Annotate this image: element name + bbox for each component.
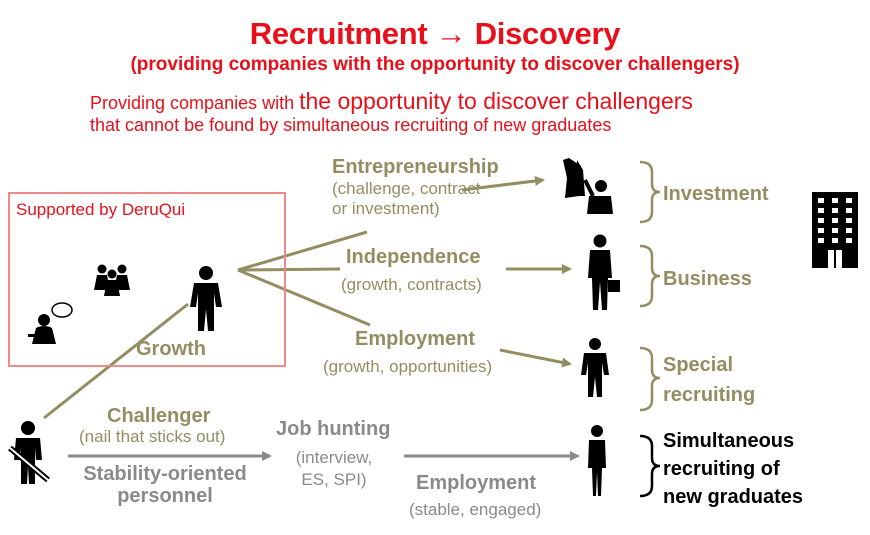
- brace-investment: [639, 160, 661, 224]
- standing-person-icon-special: [580, 337, 610, 404]
- job-hunting-detail2: ES, SPI): [301, 470, 367, 489]
- outcome-simul-line2: recruiting of: [663, 458, 780, 480]
- page-title: Recruitment → Discovery: [249, 16, 621, 51]
- stability-label: Stability-oriented personnel: [72, 463, 258, 507]
- entrepreneurship-detail: (challenge, contract or investment): [332, 179, 480, 219]
- job-hunting-title: Job hunting: [276, 418, 391, 440]
- standing-person-icon-simultaneous: [586, 424, 608, 503]
- person-with-speech-bubble-icon: [24, 300, 74, 355]
- fan-line-middle: [237, 267, 341, 272]
- outcome-special-line2: recruiting: [663, 384, 756, 406]
- stability-line2: personnel: [117, 485, 213, 507]
- growth-line: [43, 302, 189, 420]
- intro-line1-big: the opportunity to discover challengers: [299, 88, 693, 114]
- arrow-to-investment: [461, 176, 545, 192]
- outcome-special-recruiting: Special recruiting: [663, 350, 755, 410]
- independence-detail: (growth, contracts): [341, 275, 482, 294]
- employment-lower-title: Employment: [416, 472, 537, 494]
- entrepreneurship-detail2: or investment): [332, 199, 440, 218]
- intro-line2: that cannot be found by simultaneous rec…: [90, 115, 612, 135]
- outcome-simul-line3: new graduates: [663, 486, 804, 508]
- stability-line1: Stability-oriented: [83, 463, 247, 485]
- outcome-business: Business: [663, 268, 752, 290]
- celebrating-person-icon: [555, 156, 617, 223]
- outcome-simul-line1: Simultaneous: [663, 430, 795, 452]
- job-hunting-detail: (interview, ES, SPI): [282, 447, 386, 491]
- entrepreneurship-detail1: (challenge, contract: [332, 179, 481, 198]
- support-label: Supported by DeruQui: [16, 200, 186, 219]
- support-box: [8, 192, 286, 367]
- brace-business: [639, 244, 661, 308]
- fan-line-upper: [237, 230, 368, 272]
- entrepreneurship-title: Entrepreneurship: [332, 156, 499, 178]
- outcome-special-line1: Special: [663, 354, 734, 376]
- intro-line1-small: Providing companies with: [90, 93, 300, 113]
- employment-upper-title: Employment: [355, 328, 476, 350]
- fan-line-lower: [237, 268, 371, 327]
- intro-text: Providing companies with the opportunity…: [90, 90, 693, 136]
- person-with-pencil-icon: [8, 420, 54, 491]
- businessman-with-briefcase-icon: [584, 234, 620, 317]
- page-subtitle: (providing companies with the opportunit…: [130, 54, 740, 75]
- office-building-icon: [812, 192, 858, 273]
- employment-upper-detail: (growth, opportunities): [323, 357, 493, 376]
- brace-special: [639, 346, 661, 412]
- standing-person-icon: [188, 265, 224, 338]
- outcome-simultaneous: Simultaneous recruiting of new graduates: [663, 427, 803, 511]
- growth-label: Growth: [136, 338, 206, 360]
- independence-title: Independence: [346, 246, 481, 268]
- outcome-investment: Investment: [663, 183, 769, 205]
- group-of-people-icon: [88, 262, 136, 303]
- arrow-to-special: [499, 348, 572, 368]
- challenger-detail: (nail that sticks out): [79, 427, 226, 446]
- brace-simultaneous: [639, 434, 661, 498]
- challenger-title: Challenger: [107, 405, 211, 427]
- employment-lower-detail: (stable, engaged): [409, 500, 542, 519]
- job-hunting-detail1: (interview,: [295, 448, 373, 467]
